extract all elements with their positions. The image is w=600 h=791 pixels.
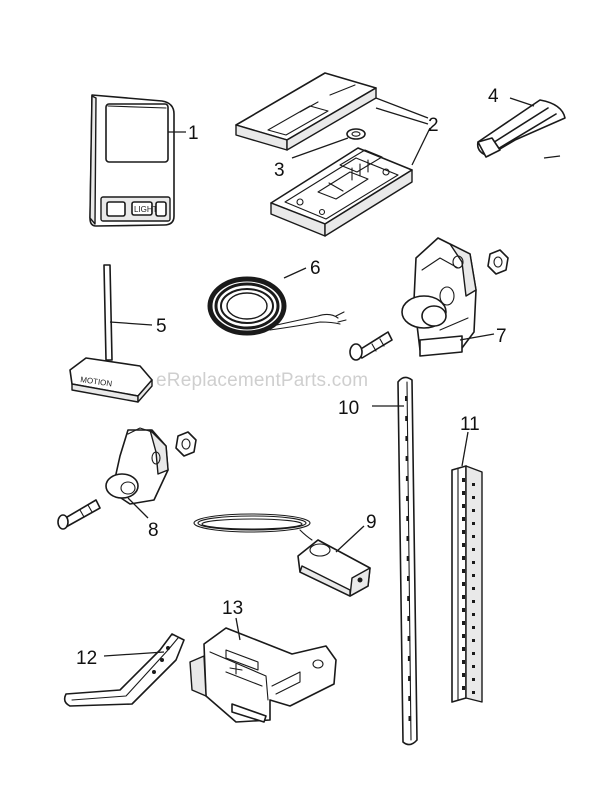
- strap-hole: [405, 416, 408, 421]
- strap-hole: [407, 616, 410, 621]
- strap-hole: [405, 436, 408, 441]
- rail-hole: [472, 535, 475, 538]
- part-3-ring: [346, 128, 366, 140]
- part-10-long-strap: [397, 376, 418, 746]
- rail-hole: [472, 600, 475, 603]
- part-4-clip: [476, 99, 566, 158]
- watermark: eReplacementParts.com: [156, 370, 368, 391]
- part-6-wire-coil: [207, 276, 347, 336]
- rail-hole: [472, 496, 475, 499]
- strap-hole: [405, 456, 409, 461]
- callout-4: 4: [488, 86, 499, 107]
- part-7-door-bracket: [349, 237, 509, 361]
- strap-hole: [406, 496, 409, 501]
- strap-hole: [408, 696, 411, 701]
- strap-hole: [407, 656, 411, 661]
- rail-hole: [462, 673, 465, 677]
- leader-lines: [103, 97, 561, 657]
- callout-9: 9: [366, 512, 377, 533]
- part-11-angle-rail: [451, 465, 483, 703]
- rail-hole: [472, 665, 475, 668]
- rail-hole: [472, 613, 475, 616]
- rail-hole: [462, 647, 465, 651]
- rail-hole: [472, 639, 475, 642]
- rail-hole: [462, 621, 465, 625]
- callout-11: 11: [460, 414, 480, 435]
- rail-hole: [472, 574, 475, 577]
- rail-hole: [462, 686, 465, 690]
- part-12-bent-arm: [63, 633, 185, 707]
- strap-hole: [405, 476, 409, 481]
- rail-hole: [472, 652, 475, 655]
- callout-numbers: 1 2 3 4 5 6 7 8 9 10 11 12 13: [76, 86, 507, 669]
- part-9-safety-sensor: [193, 513, 371, 597]
- strap-hole: [407, 636, 411, 641]
- rail-hole: [462, 569, 465, 573]
- part-2-control-housing: [235, 72, 413, 237]
- rail-hole: [462, 595, 465, 599]
- part-1-wall-control: LIGHT: [89, 94, 175, 227]
- strap-hole: [406, 536, 410, 541]
- strap-hole: [407, 576, 410, 581]
- rail-hole: [472, 509, 475, 512]
- rail-hole: [462, 556, 465, 560]
- part-5-sensor-rod: MOTION: [69, 264, 153, 403]
- strap-hole: [408, 676, 411, 681]
- part-13-door-bracket: [189, 627, 337, 723]
- strap-10-holes: [405, 396, 412, 721]
- rail-hole: [462, 478, 465, 482]
- rail-hole: [472, 626, 475, 629]
- rail-hole: [472, 522, 475, 525]
- callout-2: 2: [428, 115, 439, 136]
- strap-hole: [406, 516, 409, 521]
- strap-hole: [408, 716, 412, 721]
- wall-control-button-label: LIGHT: [134, 205, 158, 214]
- callout-13: 13: [222, 598, 243, 619]
- rail-hole: [462, 517, 465, 521]
- rail-hole: [472, 483, 475, 486]
- callout-1: 1: [188, 123, 199, 144]
- rail-hole: [472, 678, 475, 681]
- rail-hole: [462, 530, 465, 534]
- callout-5: 5: [156, 316, 167, 337]
- rail-hole: [462, 608, 465, 612]
- sensor-badge-label: MOTION: [80, 375, 113, 388]
- rail-hole: [462, 582, 465, 586]
- rail-hole: [462, 660, 465, 664]
- rail-hole: [462, 504, 465, 508]
- part-8-small-bracket: [57, 427, 197, 530]
- callout-10: 10: [338, 398, 359, 419]
- rail-hole: [472, 691, 475, 694]
- strap-hole: [406, 556, 410, 561]
- callout-8: 8: [148, 520, 159, 541]
- callout-3: 3: [274, 160, 285, 181]
- strap-hole: [405, 396, 408, 401]
- callout-12: 12: [76, 648, 97, 669]
- strap-hole: [407, 596, 410, 601]
- rail-11-holes: [462, 478, 475, 694]
- rail-hole: [462, 491, 465, 495]
- callout-6: 6: [310, 258, 321, 279]
- rail-hole: [472, 561, 475, 564]
- rail-hole: [462, 543, 465, 547]
- callout-7: 7: [496, 326, 507, 347]
- rail-hole: [462, 634, 465, 638]
- rail-hole: [472, 587, 475, 590]
- rail-hole: [472, 548, 475, 551]
